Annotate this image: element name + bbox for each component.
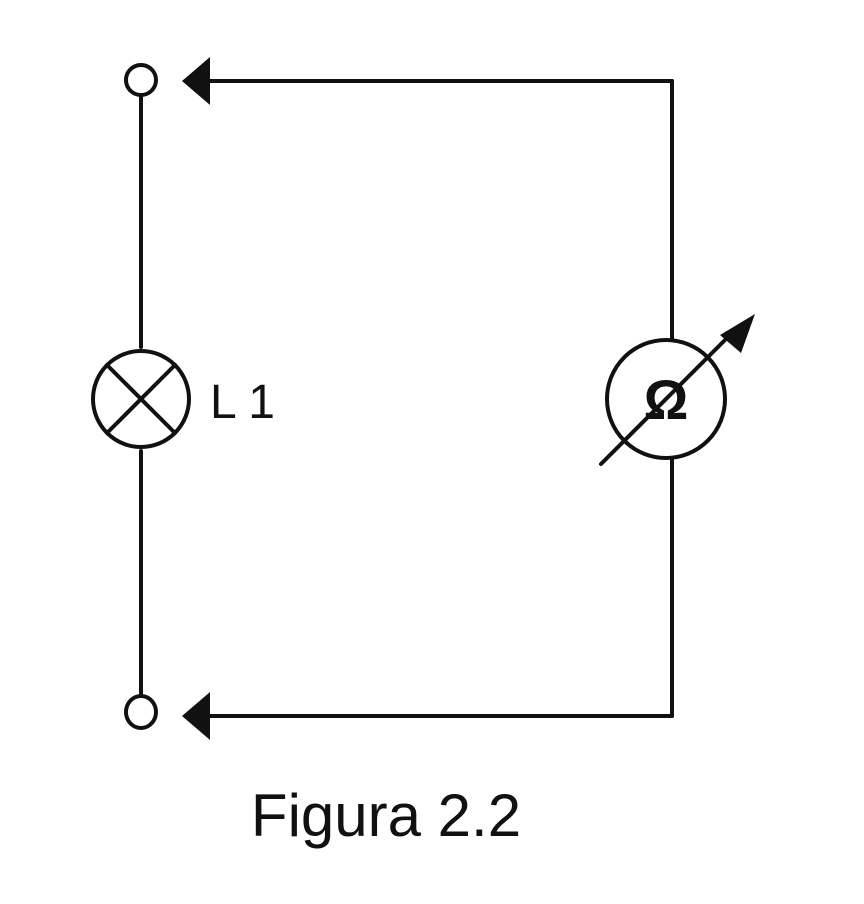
lamp-icon (91, 349, 191, 449)
ohmmeter-icon (599, 314, 755, 466)
terminal-bottom (124, 694, 158, 730)
terminal-top (124, 63, 158, 97)
arrow-top (182, 57, 210, 105)
ohmmeter-symbol: Ω (644, 368, 689, 431)
lamp-label: L 1 (210, 376, 275, 429)
arrow-bottom (182, 692, 210, 740)
figure-caption: Figura 2.2 (251, 782, 521, 849)
